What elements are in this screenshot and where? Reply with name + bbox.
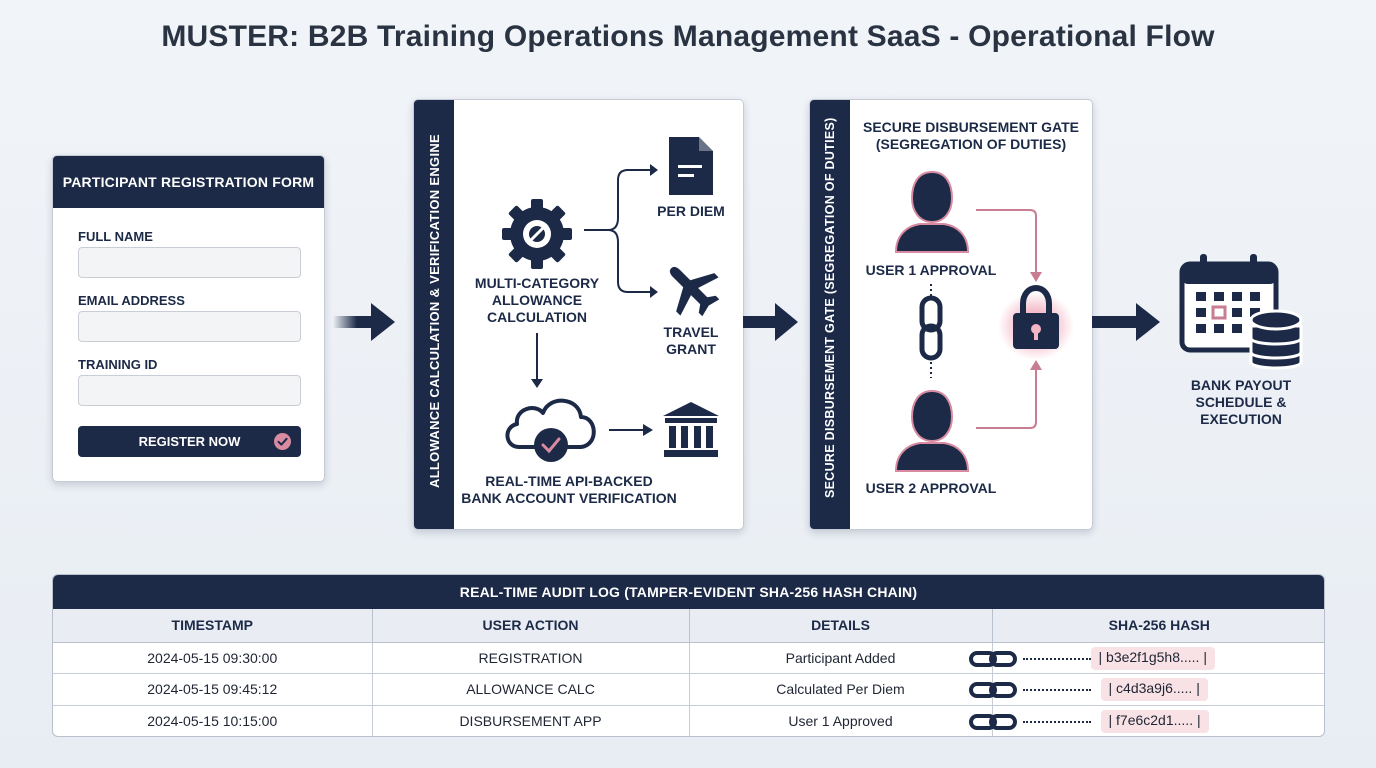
allowance-calc-line-3: CALCULATION	[486, 309, 588, 325]
hash-connector	[1022, 720, 1091, 723]
hash-cell: | f7e6c2d1..... |	[968, 705, 1324, 736]
allowance-engine-panel: ALLOWANCE CALCULATION & VERIFICATION ENG…	[413, 99, 744, 530]
travel-grant-line-1: TRAVEL	[663, 324, 719, 340]
register-button-label: REGISTER NOW	[138, 434, 241, 449]
hash-value: | c4d3a9j6..... |	[1100, 678, 1208, 701]
arrow-right-icon	[333, 303, 395, 341]
disbursement-title-line-1: SECURE DISBURSEMENT GATE	[863, 119, 1079, 135]
audit-log-title: REAL-TIME AUDIT LOG (TAMPER-EVIDENT SHA-…	[53, 575, 1324, 609]
table-row: 2024-05-15 10:15:00 DISBURSEMENT APP Use…	[53, 705, 1324, 736]
user-action-cell: REGISTRATION	[372, 642, 690, 674]
user-icon	[894, 389, 970, 472]
page-title: MUSTER: B2B Training Operations Manageme…	[161, 20, 1215, 53]
registration-form-header: PARTICIPANT REGISTRATION FORM	[53, 156, 324, 208]
registration-form: PARTICIPANT REGISTRATION FORM FULL NAME …	[52, 155, 325, 482]
hash-value: | b3e2f1g5h8..... |	[1090, 646, 1215, 670]
database-icon	[1249, 309, 1303, 370]
audit-table: TIMESTAMP USER ACTION DETAILS SHA-256 HA…	[53, 609, 1324, 736]
check-circle-icon	[274, 433, 291, 450]
user-icon	[894, 170, 970, 253]
bank-payout-line-1: BANK PAYOUT	[1190, 377, 1292, 393]
disbursement-panel-sidebar: SECURE DISBURSEMENT GATE (SEGREGATION OF…	[810, 100, 850, 529]
user-action-cell: DISBURSEMENT APP	[372, 705, 690, 736]
details-cell: Participant Added	[689, 642, 993, 674]
hash-cell: | c4d3a9j6..... |	[968, 673, 1324, 706]
cloud-check-icon	[505, 398, 596, 462]
allowance-panel-side-label: ALLOWANCE CALCULATION & VERIFICATION ENG…	[427, 133, 442, 488]
hash-cell: | b3e2f1g5h8..... |	[968, 642, 1324, 674]
details-cell: User 1 Approved	[689, 705, 993, 736]
column-header-details: DETAILS	[689, 609, 993, 643]
bank-icon	[663, 402, 719, 457]
arrow-right-small-icon	[609, 424, 653, 436]
disbursement-panel-side-label: SECURE DISBURSEMENT GATE (SEGREGATION OF…	[823, 117, 837, 498]
training-id-input[interactable]	[78, 375, 301, 406]
per-diem-label: PER DIEM	[657, 203, 725, 219]
training-id-label: TRAINING ID	[78, 357, 158, 372]
allowance-calc-line-2: ALLOWANCE	[491, 292, 583, 308]
chain-link-icon	[968, 650, 1017, 667]
bank-payout-line-3: EXECUTION	[1200, 411, 1282, 427]
chain-link-icon	[968, 682, 1017, 698]
disbursement-gate-panel: SECURE DISBURSEMENT GATE (SEGREGATION OF…	[809, 99, 1093, 530]
bank-payout-line-2: SCHEDULE &	[1195, 394, 1287, 410]
hash-value: | f7e6c2d1..... |	[1100, 709, 1209, 733]
audit-header-row: TIMESTAMP USER ACTION DETAILS SHA-256 HA…	[53, 609, 1324, 643]
disbursement-title-line-2: (SEGREGATION OF DUTIES)	[875, 136, 1067, 152]
chain-link-icon	[919, 284, 943, 378]
document-icon	[669, 137, 713, 195]
bank-verification-line-1: REAL-TIME API-BACKED	[485, 473, 653, 489]
bank-verification-line-2: BANK ACCOUNT VERIFICATION	[461, 490, 677, 506]
email-label: EMAIL ADDRESS	[78, 293, 185, 308]
arrow-right-icon	[743, 303, 798, 341]
gear-icon	[502, 199, 572, 269]
allowance-calc-line-1: MULTI-CATEGORY	[474, 275, 600, 291]
lock-icon	[998, 284, 1074, 360]
approval-arrows	[976, 209, 1042, 429]
user-2-approval-label: USER 2 APPROVAL	[865, 480, 997, 496]
disbursement-gate-title: SECURE DISBURSEMENT GATE (SEGREGATION OF…	[860, 119, 1082, 153]
table-row: 2024-05-15 09:45:12 ALLOWANCE CALC Calcu…	[53, 673, 1324, 706]
audit-log-table: REAL-TIME AUDIT LOG (TAMPER-EVIDENT SHA-…	[52, 574, 1325, 737]
column-header-hash: SHA-256 HASH	[992, 609, 1324, 643]
timestamp-cell: 2024-05-15 10:15:00	[53, 705, 373, 736]
register-now-button[interactable]: REGISTER NOW	[78, 426, 301, 457]
bank-verification-label: REAL-TIME API-BACKED BANK ACCOUNT VERIFI…	[454, 473, 684, 507]
column-header-timestamp: TIMESTAMP	[53, 609, 373, 643]
details-cell: Calculated Per Diem	[689, 673, 993, 706]
timestamp-cell: 2024-05-15 09:45:12	[53, 673, 373, 706]
full-name-input[interactable]	[78, 247, 301, 278]
user-1-approval-label: USER 1 APPROVAL	[865, 262, 997, 278]
table-row: 2024-05-15 09:30:00 REGISTRATION Partici…	[53, 642, 1324, 674]
branch-arrows	[584, 164, 658, 298]
full-name-label: FULL NAME	[78, 229, 153, 244]
arrow-right-icon	[1092, 303, 1160, 341]
chain-link-icon	[968, 713, 1017, 730]
arrow-down-icon	[531, 333, 543, 388]
email-input[interactable]	[78, 311, 301, 342]
travel-grant-label: TRAVEL GRANT	[646, 324, 736, 358]
timestamp-cell: 2024-05-15 09:30:00	[53, 642, 373, 674]
hash-connector	[1022, 689, 1091, 691]
allowance-calc-label: MULTI-CATEGORY ALLOWANCE CALCULATION	[468, 275, 606, 326]
hash-connector	[1022, 657, 1091, 660]
bank-payout-label: BANK PAYOUT SCHEDULE & EXECUTION	[1170, 377, 1312, 428]
allowance-panel-sidebar: ALLOWANCE CALCULATION & VERIFICATION ENG…	[414, 100, 454, 529]
travel-grant-line-2: GRANT	[666, 341, 716, 357]
user-action-cell: ALLOWANCE CALC	[372, 673, 690, 706]
column-header-user-action: USER ACTION	[372, 609, 690, 643]
airplane-icon	[669, 266, 720, 317]
